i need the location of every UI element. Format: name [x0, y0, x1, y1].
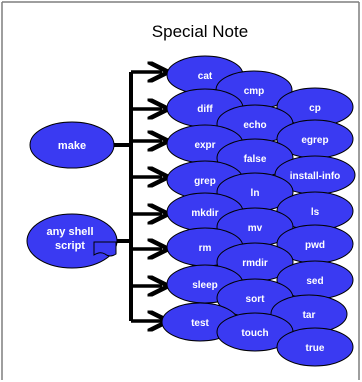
source-node-make: make: [29, 121, 115, 169]
command-label-install-info: install-info: [290, 171, 341, 182]
command-label-egrep: egrep: [301, 135, 328, 146]
command-node-egrep: egrep: [276, 119, 354, 159]
command-label-tar: tar: [303, 310, 316, 321]
command-label-mkdir: mkdir: [191, 208, 218, 219]
command-label-ls: ls: [311, 207, 320, 218]
document-icon: [93, 241, 117, 257]
command-label-ln: ln: [251, 188, 260, 199]
command-label-sleep: sleep: [192, 280, 218, 291]
command-label-rm: rm: [199, 243, 212, 254]
source-node-any-shell-script: any shell script: [26, 213, 118, 269]
command-label-true: true: [306, 343, 325, 354]
arrows: [131, 72, 162, 321]
command-node-touch: touch: [216, 312, 294, 352]
command-label-false: false: [244, 154, 267, 165]
source-label-line-2: script: [55, 240, 85, 252]
command-node-true: true: [276, 327, 354, 367]
command-label-diff: diff: [197, 104, 213, 115]
command-label-pwd: pwd: [305, 240, 325, 251]
command-label-mv: mv: [248, 223, 263, 234]
command-nodes: cat cmp cp diff echo egrep expr false in…: [161, 55, 356, 367]
source-label-make: make: [58, 140, 86, 152]
command-label-cmp: cmp: [244, 86, 265, 97]
command-label-grep: grep: [194, 176, 216, 187]
command-label-echo: echo: [243, 120, 266, 131]
command-label-sort: sort: [246, 294, 266, 305]
diagram-title: Special Note: [151, 22, 249, 41]
command-label-expr: expr: [194, 140, 215, 151]
source-label-line-1: any shell: [46, 226, 93, 238]
command-label-cat: cat: [198, 71, 213, 82]
command-label-rmdir: rmdir: [242, 258, 268, 269]
command-label-sed: sed: [306, 276, 323, 287]
command-label-touch: touch: [241, 328, 268, 339]
command-label-cp: cp: [309, 103, 321, 114]
command-label-test: test: [191, 318, 209, 329]
command-node-tar: tar: [270, 294, 348, 334]
